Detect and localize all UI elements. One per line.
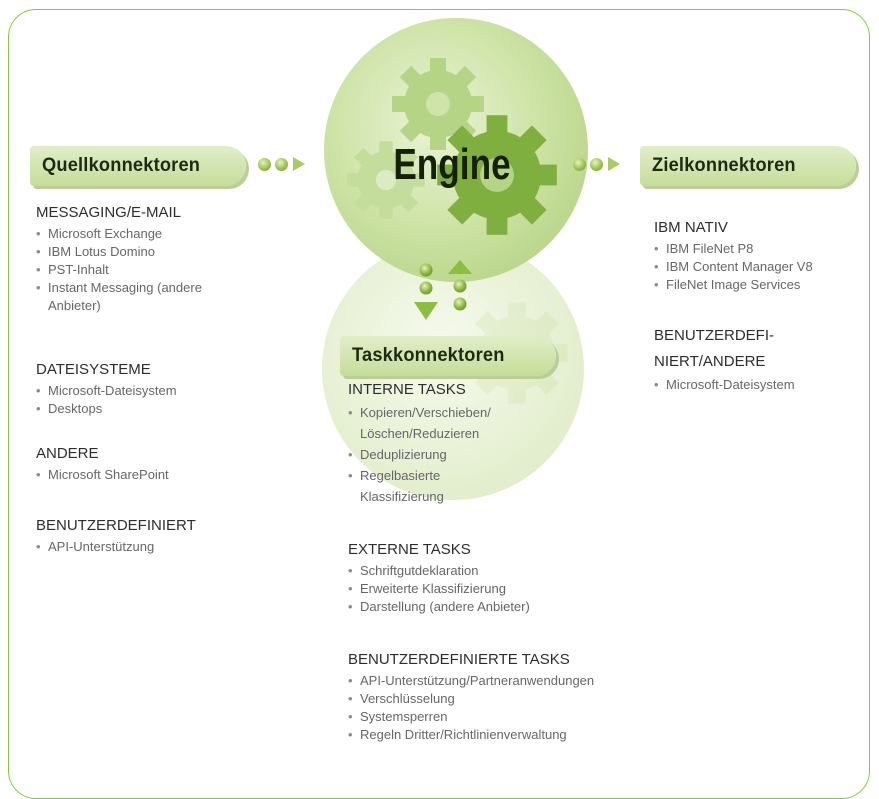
list-item-continuation: Klassifizierung bbox=[360, 489, 444, 504]
list-item: Regeln Dritter/Richtlinienverwaltung bbox=[348, 726, 594, 744]
source-group-filesystems: DATEISYSTEME Microsoft-Dateisystem Deskt… bbox=[36, 360, 177, 418]
engine-title: Engine bbox=[393, 140, 511, 189]
group-title: INTERNE TASKS bbox=[348, 381, 466, 398]
task-group-custom: BENUTZERDEFINIERTE TASKS API-Unterstützu… bbox=[348, 650, 594, 744]
group-title: ANDERE bbox=[36, 445, 99, 462]
arrow-dot bbox=[258, 157, 271, 171]
group-title: EXTERNE TASKS bbox=[348, 541, 471, 558]
list-item: Verschlüsselung bbox=[348, 690, 594, 708]
engine-task-bidirectional-arrow bbox=[414, 260, 472, 320]
list-item: IBM Lotus Domino bbox=[36, 243, 202, 261]
list-item: API-Unterstützung/Partneranwendungen bbox=[348, 672, 594, 690]
source-group-messaging: MESSAGING/E-MAIL Microsoft Exchange IBM … bbox=[36, 203, 202, 315]
gear-icon bbox=[392, 58, 484, 150]
source-connectors-label: Quellkonnektoren bbox=[30, 146, 246, 186]
source-to-engine-arrow bbox=[258, 157, 305, 171]
list-item: IBM Content Manager V8 bbox=[654, 258, 813, 276]
target-connectors-label: Zielkonnektoren bbox=[640, 146, 856, 186]
list-item: API-Unterstützung bbox=[36, 538, 196, 556]
group-title: DATEISYSTEME bbox=[36, 361, 151, 378]
task-group-internal: INTERNE TASKS Kopieren/Verschieben/ Lösc… bbox=[348, 380, 491, 507]
list-item: IBM FileNet P8 bbox=[654, 240, 813, 258]
task-connectors-label: Taskkonnektoren bbox=[340, 336, 556, 376]
group-title-line2: NIERT/ANDERE bbox=[654, 353, 766, 370]
arrow-head-icon bbox=[608, 157, 620, 171]
group-title: BENUTZERDEFINIERTE TASKS bbox=[348, 651, 570, 668]
list-item: Erweiterte Klassifizierung bbox=[348, 580, 530, 598]
list-item-continuation: Anbieter) bbox=[48, 298, 101, 313]
source-connectors-title: Quellkonnektoren bbox=[42, 155, 201, 176]
group-title: MESSAGING/E-MAIL bbox=[36, 204, 182, 221]
list-item: Desktops bbox=[36, 400, 177, 418]
list-item: Schriftgutdeklaration bbox=[348, 562, 530, 580]
list-item: PST-Inhalt bbox=[36, 261, 202, 279]
arrow-dot bbox=[573, 157, 586, 171]
list-item-continuation: Löschen/Reduzieren bbox=[360, 426, 480, 441]
gear-icon bbox=[347, 141, 425, 219]
source-group-other: ANDERE Microsoft SharePoint bbox=[36, 444, 169, 484]
list-item: Microsoft-Dateisystem bbox=[654, 376, 795, 394]
engine-to-target-arrow bbox=[573, 157, 620, 171]
target-connectors-title: Zielkonnektoren bbox=[652, 155, 796, 176]
list-item: FileNet Image Services bbox=[654, 276, 813, 294]
list-item: Microsoft-Dateisystem bbox=[36, 382, 177, 400]
list-item: Microsoft SharePoint bbox=[36, 466, 169, 484]
gear-icon bbox=[437, 115, 557, 235]
list-item: Deduplizierung bbox=[348, 444, 491, 465]
arrow-dot bbox=[275, 157, 288, 171]
list-item: Regelbasierte bbox=[348, 465, 491, 486]
task-connectors-title: Taskkonnektoren bbox=[352, 345, 505, 366]
arrow-head-icon bbox=[293, 157, 305, 171]
target-group-ibm-native: IBM NATIV IBM FileNet P8 IBM Content Man… bbox=[654, 218, 813, 294]
task-group-external: EXTERNE TASKS Schriftgutdeklaration Erwe… bbox=[348, 540, 530, 616]
source-group-custom: BENUTZERDEFINIERT API-Unterstützung bbox=[36, 516, 196, 556]
list-item: Systemsperren bbox=[348, 708, 594, 726]
list-item: Darstellung (andere Anbieter) bbox=[348, 598, 530, 616]
list-item: Kopieren/Verschieben/ bbox=[348, 402, 491, 423]
target-group-custom-other: BENUTZERDEFI- NIERT/ANDERE Microsoft-Dat… bbox=[654, 324, 795, 394]
group-title: BENUTZERDEFINIERT bbox=[36, 517, 196, 534]
list-item: Microsoft Exchange bbox=[36, 225, 202, 243]
engine-circle bbox=[324, 18, 588, 282]
arrow-dot bbox=[590, 157, 603, 171]
group-title-line1: BENUTZERDEFI- bbox=[654, 327, 774, 344]
list-item: Instant Messaging (andere bbox=[36, 279, 202, 297]
group-title: IBM NATIV bbox=[654, 219, 728, 236]
